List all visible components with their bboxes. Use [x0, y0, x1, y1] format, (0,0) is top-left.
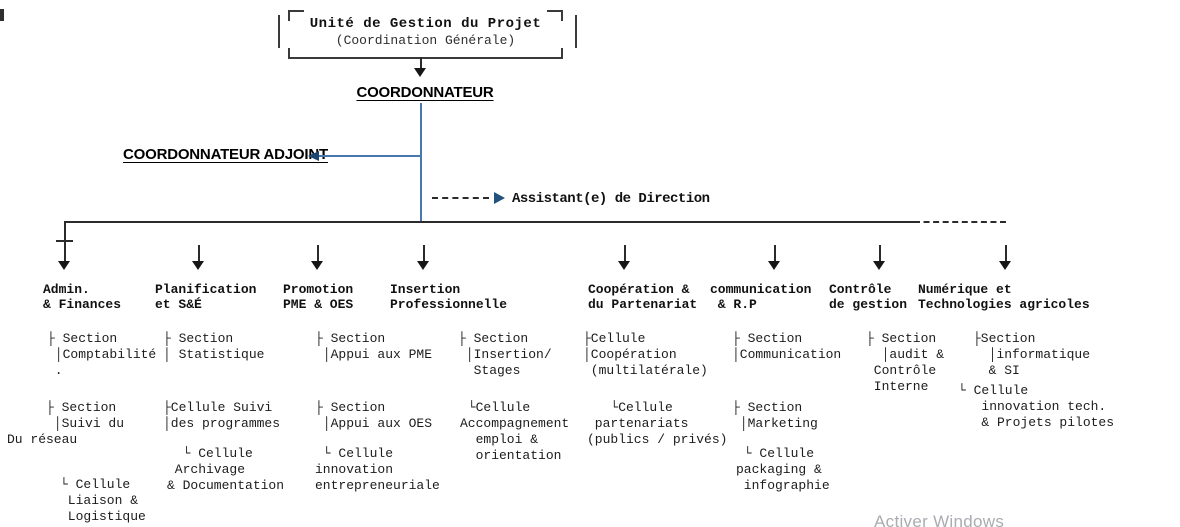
- arrow-down-icon: [192, 261, 204, 270]
- unit-text: └Cellule Accompagnement emploi & orienta…: [460, 400, 570, 463]
- root-box-title: Unité de Gestion du Projet: [309, 16, 542, 32]
- unit-text: ├ Section │Comptabilité .: [47, 331, 157, 378]
- connector-drop-2: [198, 245, 200, 262]
- arrow-down-icon: [999, 261, 1011, 270]
- connector-assistant-dashed: [432, 197, 489, 199]
- arrow-down-icon: [618, 261, 630, 270]
- coordinator-label: COORDONNATEUR: [356, 84, 494, 101]
- arrow-down-icon: [873, 261, 885, 270]
- dept-admin-finances: Admin. & Finances: [43, 282, 122, 312]
- unit-text: ├ Section │Communication: [732, 331, 842, 362]
- connector-deputy-line: [318, 155, 421, 157]
- unit-text: ├ Section │Suivi du Du réseau: [7, 400, 125, 447]
- connector-drop-6: [774, 245, 776, 262]
- arrow-down-icon: [58, 261, 70, 270]
- arrow-down-icon: [311, 261, 323, 270]
- unit-text: └Cellule partenariats (publics / privés): [587, 400, 728, 447]
- assistant-label: Assistant(e) de Direction: [512, 191, 710, 207]
- root-box-right-bar: [575, 15, 577, 48]
- connector-drop-7: [879, 245, 881, 262]
- unit-text: ├ Section │Insertion/ Stages: [458, 331, 552, 378]
- dept-promotion-pme-oes: Promotion PME & OES: [283, 282, 354, 312]
- root-box-corner: [288, 48, 304, 57]
- edge-artifact-mark: [0, 9, 4, 21]
- connector-drop-3: [317, 245, 319, 262]
- connector-drop-4: [423, 245, 425, 262]
- root-box-subtitle: (Coordination Générale): [335, 33, 516, 48]
- root-box-left-bar: [278, 15, 280, 48]
- connector-main-hline: [64, 221, 914, 223]
- deputy-coordinator-label: COORDONNATEUR ADJOINT: [123, 146, 328, 163]
- dept-communication-rp: communication & R.P: [710, 282, 812, 312]
- unit-text: ├ Section │Appui aux OES: [315, 400, 433, 431]
- org-root-box: Unité de Gestion du Projet (Coordination…: [288, 10, 563, 59]
- dept-controle-gestion: Contrôle de gestion: [829, 282, 908, 312]
- unit-text: └ Cellule packaging & infographie: [736, 446, 830, 493]
- unit-text: └ Cellule Archivage & Documentation: [167, 446, 285, 493]
- dept-cooperation: Coopération & du Partenariat: [588, 282, 698, 312]
- unit-text: ├ Section │ Statistique: [163, 331, 265, 362]
- unit-text: ├ Section │Marketing: [732, 400, 818, 431]
- unit-text: ├Cellule │Coopération (multilatérale): [583, 331, 708, 378]
- connector-drop-8: [1005, 245, 1007, 262]
- unit-text: ├ Section │audit & Contrôle Interne: [866, 331, 945, 394]
- dept-insertion-pro: Insertion Professionnelle: [390, 282, 508, 312]
- unit-text: ├ Section │Appui aux PME: [315, 331, 433, 362]
- connector-coordinator-trunk: [420, 103, 422, 222]
- root-box-corner: [288, 10, 304, 21]
- arrow-down-icon: [768, 261, 780, 270]
- unit-text: └ Cellule Liaison & Logistique: [60, 477, 146, 524]
- connector-root-to-coordinator: [420, 57, 422, 69]
- unit-text: └ Cellule innovation entrepreneuriale: [315, 446, 440, 493]
- activate-windows-watermark: Activer Windows: [874, 512, 1005, 527]
- connector-drop-1-tbar: [56, 240, 73, 242]
- arrow-down-icon: [414, 68, 426, 77]
- dept-numerique-tech: Numérique et Technologies agricoles: [918, 282, 1090, 312]
- unit-text: ├Cellule Suivi │des programmes: [163, 400, 281, 431]
- connector-main-hline-dashed: [914, 221, 1006, 223]
- connector-drop-1b: [64, 242, 66, 262]
- arrow-down-icon: [417, 261, 429, 270]
- arrow-right-icon: [494, 192, 505, 204]
- arrow-left-icon: [308, 151, 319, 161]
- dept-planification-se: Planification et S&É: [155, 282, 257, 312]
- connector-drop-5: [624, 245, 626, 262]
- root-box-corner: [547, 10, 563, 21]
- connector-drop-1a: [64, 223, 66, 241]
- unit-text: └ Cellule innovation tech. & Projets pil…: [958, 383, 1115, 430]
- unit-text: ├Section │informatique & SI: [973, 331, 1091, 378]
- root-box-corner: [547, 48, 563, 57]
